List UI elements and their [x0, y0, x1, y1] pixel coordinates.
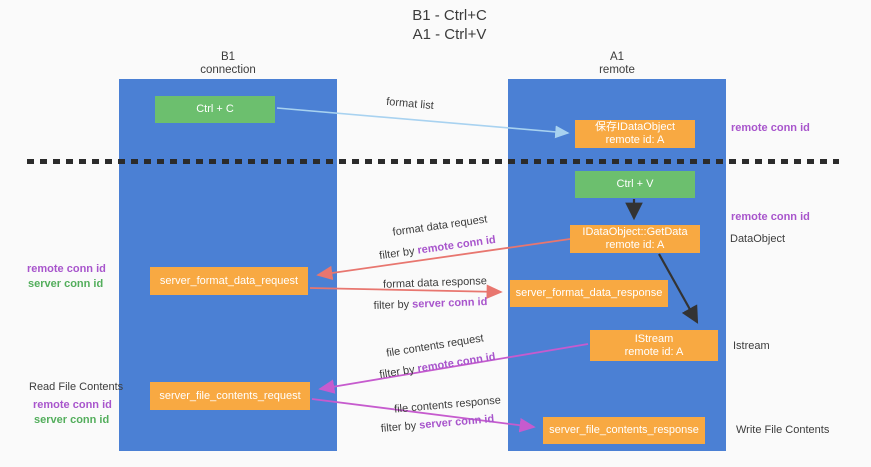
- file-request-filter-target: remote conn id: [416, 350, 497, 376]
- left-server-conn-id-mid: server conn id: [28, 278, 104, 290]
- server-format-data-request-node: server_format_data_request: [150, 267, 308, 295]
- file-request-filter-prefix: filter by: [378, 363, 419, 382]
- ctrl-c-label: Ctrl + C: [196, 103, 234, 115]
- dashed-divider: [27, 159, 839, 164]
- getdata-node: IDataObject::GetData remote id: A: [570, 225, 700, 253]
- dataobject-label: DataObject: [730, 233, 786, 245]
- format-list-label: format list: [385, 95, 435, 113]
- lane-a1-role: remote: [599, 64, 635, 76]
- istream-side-label: Istream: [733, 340, 770, 352]
- left-remote-conn-id-bottom: remote conn id: [33, 399, 112, 411]
- istream-line2: remote id: A: [624, 345, 684, 358]
- lane-header-a1: A1 remote: [508, 51, 726, 77]
- format-response-filter: filter by server conn id: [348, 295, 513, 313]
- left-remote-conn-id-mid: remote conn id: [27, 263, 106, 275]
- left-server-conn-id-bottom: server conn id: [34, 414, 110, 426]
- ctrl-c-node: Ctrl + C: [155, 96, 275, 123]
- istream-line1: IStream: [634, 332, 674, 345]
- diagram-title: B1 - Ctrl+C A1 - Ctrl+V: [14, 6, 871, 44]
- file-response-filter-prefix: filter by: [380, 419, 420, 435]
- write-file-contents-label: Write File Contents: [736, 424, 830, 436]
- format-request-filter-prefix: filter by: [378, 244, 419, 263]
- right-remote-conn-id-mid: remote conn id: [731, 211, 810, 223]
- server-format-data-request-label: server_format_data_request: [159, 274, 299, 287]
- lane-b1-name: B1: [220, 51, 236, 63]
- right-remote-conn-id-top: remote conn id: [731, 122, 810, 134]
- getdata-line2: remote id: A: [605, 239, 665, 251]
- title-line-b1: B1 - Ctrl+C: [412, 7, 487, 24]
- title-line-a1: A1 - Ctrl+V: [412, 26, 487, 43]
- lane-header-b1: B1 connection: [119, 51, 337, 77]
- server-format-data-response-node: server_format_data_response: [510, 280, 668, 307]
- server-file-contents-request-label: server_file_contents_request: [159, 389, 301, 402]
- lane-b1-role: connection: [200, 64, 256, 76]
- save-dataobject-line2: remote id: A: [605, 134, 665, 146]
- format-response-title: format data response: [382, 275, 488, 291]
- format-response-filter-target: server conn id: [411, 296, 488, 311]
- istream-node: IStream remote id: A: [590, 330, 718, 361]
- server-file-contents-request-node: server_file_contents_request: [150, 382, 310, 410]
- read-file-contents-label: Read File Contents: [29, 381, 124, 393]
- save-dataobject-line1: 保存IDataObject: [594, 121, 676, 133]
- server-file-contents-response-node: server_file_contents_response: [543, 417, 705, 444]
- format-request-filter-target: remote conn id: [416, 233, 497, 257]
- ctrl-v-node: Ctrl + V: [575, 171, 695, 198]
- format-response-filter-prefix: filter by: [373, 298, 413, 312]
- lane-a1-name: A1: [609, 51, 625, 63]
- save-dataobject-node: 保存IDataObject remote id: A: [575, 120, 695, 148]
- server-format-data-response-label: server_format_data_response: [515, 287, 663, 299]
- file-response-filter-target: server conn id: [418, 413, 495, 432]
- server-file-contents-response-label: server_file_contents_response: [549, 424, 699, 436]
- getdata-line1: IDataObject::GetData: [582, 226, 688, 238]
- ctrl-v-label: Ctrl + V: [616, 178, 654, 190]
